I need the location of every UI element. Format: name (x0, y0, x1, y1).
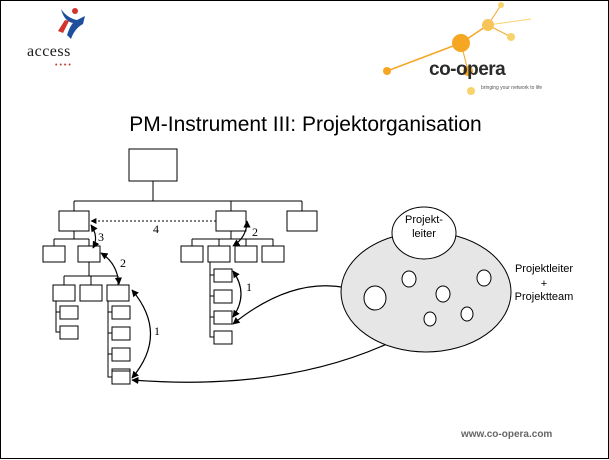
team-member-circle (476, 269, 492, 287)
org-box (213, 310, 233, 325)
org-box (234, 245, 258, 263)
coopera-logo-icon (383, 2, 532, 95)
org-box (111, 305, 131, 320)
org-box-l2-middle (215, 210, 247, 232)
team-member-circle (460, 306, 474, 322)
connector-label: 3 (98, 230, 104, 244)
slide-title: PM-Instrument III: Projektorganisation (129, 113, 482, 136)
connector-label: 4 (153, 222, 159, 236)
org-box-l2-right (286, 210, 318, 232)
org-box (207, 245, 231, 263)
org-box (106, 284, 130, 302)
org-box (77, 245, 101, 263)
access-logo-dots: •••• (55, 62, 73, 69)
coopera-logo-text: co-opera (429, 59, 506, 80)
org-box (52, 284, 76, 302)
team-label-line1: Projektleiter (514, 263, 574, 275)
team-member-circle (423, 311, 437, 327)
org-box (111, 370, 131, 385)
team-member-circle (363, 285, 387, 311)
team-member-circle (401, 270, 417, 288)
connector-label: 1 (246, 280, 252, 294)
curved-arrow-1-right (232, 270, 242, 318)
project-leader-ellipse (391, 206, 457, 260)
coopera-tagline: bringing your network to life (481, 85, 543, 91)
org-box (261, 245, 285, 263)
org-box (111, 347, 131, 362)
curved-arrow-2-right (232, 220, 251, 247)
curved-arrow-2-left (100, 252, 122, 285)
connector-label: 2 (252, 225, 258, 239)
team-label-line2: + (540, 278, 548, 290)
org-box (59, 325, 79, 340)
org-box-top (128, 148, 178, 182)
access-logo-icon (58, 8, 85, 39)
org-box (213, 289, 233, 304)
curved-arrow-1-left (131, 289, 151, 379)
org-box (79, 284, 103, 302)
curved-arrow-3 (90, 224, 100, 249)
org-box (213, 330, 233, 345)
org-box (213, 268, 233, 283)
team-member-circle (435, 285, 451, 303)
org-box-l2-left (58, 210, 90, 232)
org-box (111, 326, 131, 341)
project-leader-label: Projekt- leiter (405, 214, 443, 240)
footer-url: www.co-opera.com (461, 429, 553, 440)
access-logo-text: access (27, 43, 71, 60)
connector-label: 1 (154, 324, 160, 338)
team-label-line3: Projektteam (514, 291, 574, 303)
org-box (180, 245, 204, 263)
org-box (59, 305, 79, 320)
org-box (42, 245, 66, 263)
connector-label: 2 (120, 256, 126, 270)
